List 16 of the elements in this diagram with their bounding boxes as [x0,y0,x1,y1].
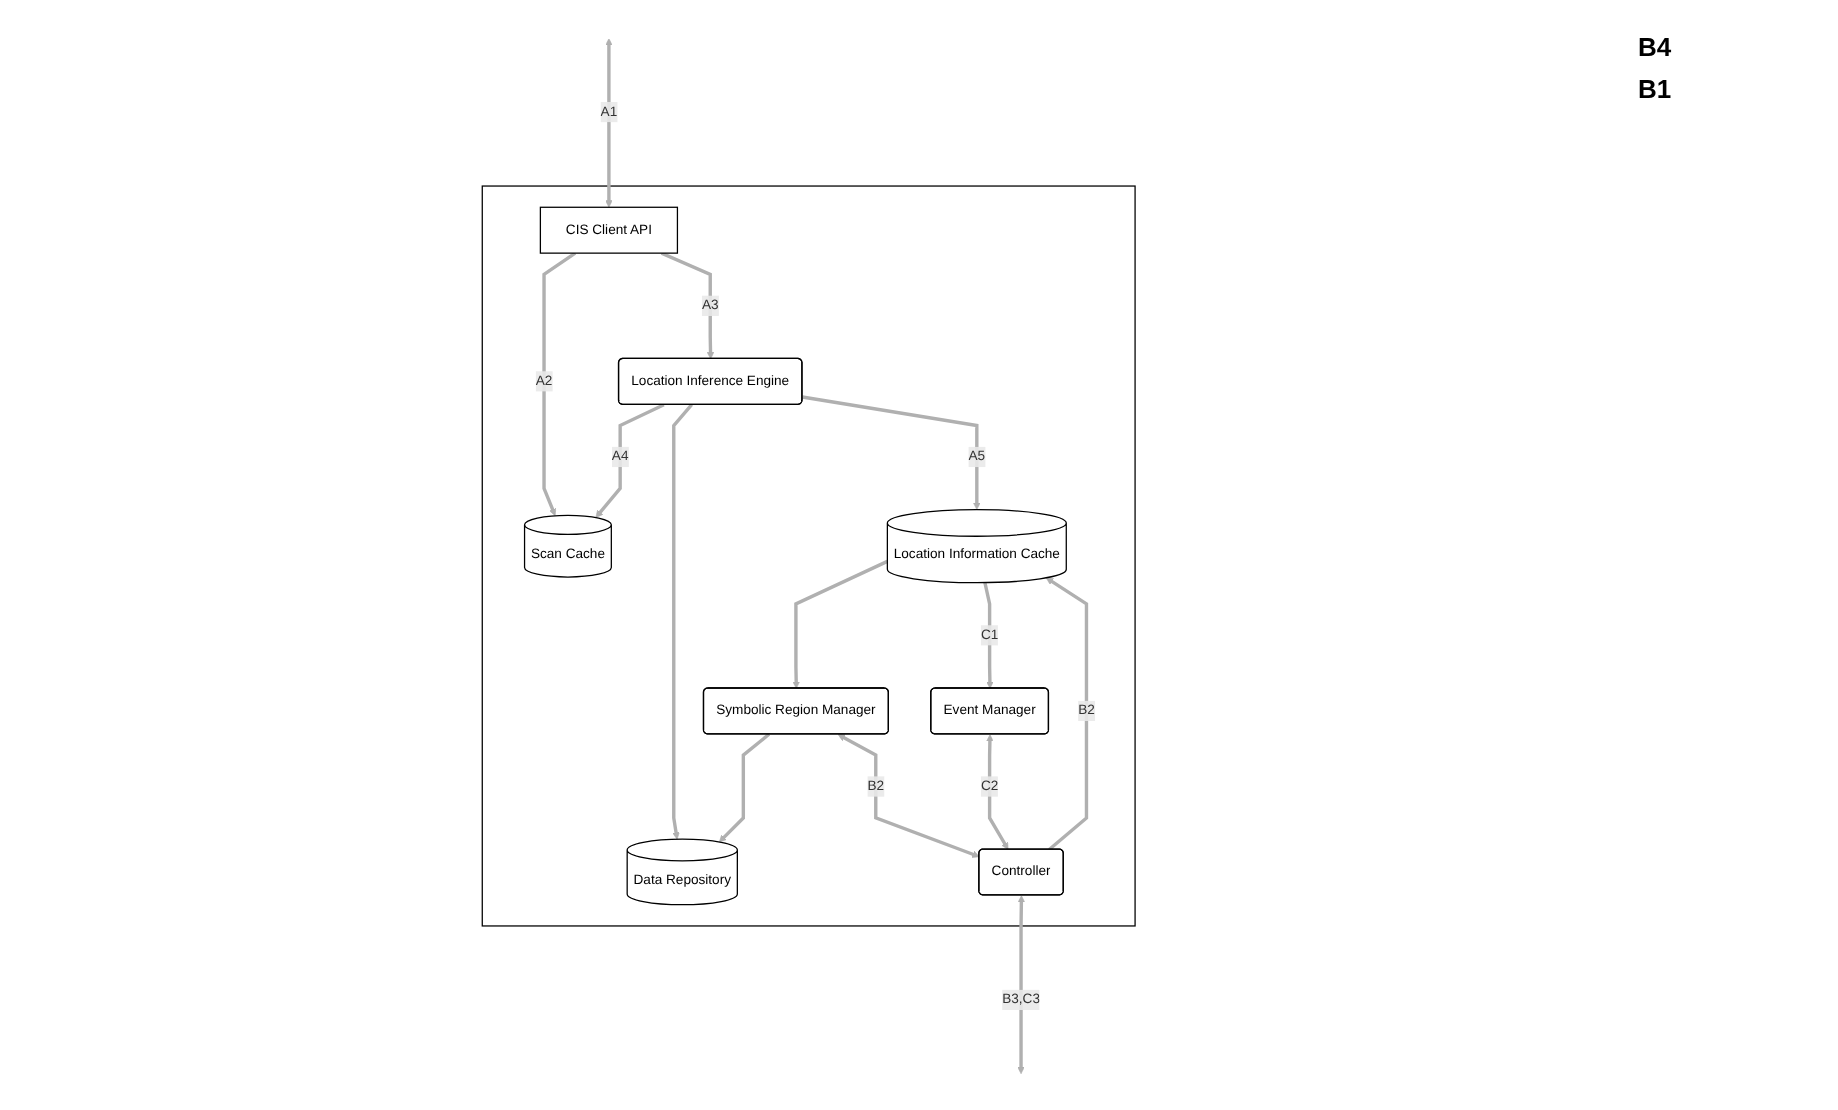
arrow [986,733,1009,849]
arrow [1046,576,1089,850]
arrow [1017,894,1026,1074]
arrow [838,733,980,857]
cluster [481,184,1137,926]
arrow [802,394,981,509]
arrow [542,250,577,516]
arrow [672,402,694,839]
arrow [605,37,613,207]
arrow [719,731,771,842]
port-label: B4 [1638,32,1674,62]
port-label: B1 [1638,74,1674,104]
arrow [792,558,889,688]
arrow [983,581,994,688]
arrow [595,402,665,517]
arrow [661,250,715,359]
